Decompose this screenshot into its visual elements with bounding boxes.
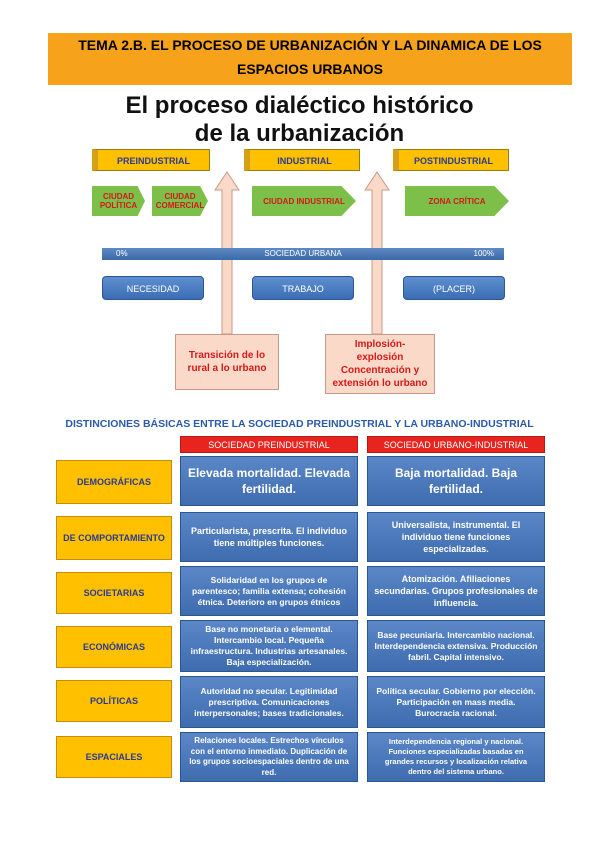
cell-espaciales-pre: Relaciones locales. Estrechos vínculos c…	[180, 732, 358, 782]
cell-espaciales-urb: Interdependencia regional y nacional. Fu…	[367, 732, 545, 782]
note-transition: Transición de lo rural a lo urbano	[175, 334, 279, 390]
cell-comportamiento-pre-text: Particularista, prescrita. El individuo …	[190, 526, 348, 548]
cell-societarias-pre: Solidaridad en los grupos de parentesco;…	[180, 566, 358, 616]
table-title: DISTINCIONES BÁSICAS ENTRE LA SOCIEDAD P…	[65, 418, 534, 430]
city-industrial-arrow: CIUDAD INDUSTRIAL	[252, 186, 356, 216]
need-necesidad: NECESIDAD	[102, 276, 204, 300]
row-label-comportamiento: DE COMPORTAMIENTO	[56, 516, 172, 560]
city-politica-arrow: CIUDAD POLÍTICA	[92, 186, 145, 216]
city-politica-label: CIUDAD POLÍTICA	[99, 192, 138, 210]
bar-right-label: 100%	[473, 249, 494, 258]
col-header-preindustrial: SOCIEDAD PREINDUSTRIAL	[180, 436, 358, 453]
title-line-2: de la urbanización	[194, 120, 405, 147]
topic-header: TEMA 2.B. EL PROCESO DE URBANIZACIÓN Y L…	[48, 33, 572, 85]
cell-societarias-urb-text: Atomización. Afiliaciones secundarias. G…	[374, 574, 538, 608]
header-line-1: TEMA 2.B. EL PROCESO DE URBANIZACIÓN Y L…	[78, 37, 542, 53]
cell-espaciales-urb-text: Interdependencia regional y nacional. Fu…	[384, 737, 528, 776]
note-transition-text: Transición de lo rural a lo urbano	[187, 350, 267, 374]
cell-politicas-pre: Autoridad no secular. Legitimidad prescr…	[180, 676, 358, 728]
urban-society-bar: 0% SOCIEDAD URBANA 100%	[102, 248, 504, 260]
cell-demograficas-urb: Baja mortalidad. Baja fertilidad.	[367, 456, 545, 506]
need-placer: (PLACER)	[403, 276, 505, 300]
cell-politicas-urb-text: Política secular. Gobierno por elección.…	[376, 685, 536, 718]
stage-postindustrial: POSTINDUSTRIAL	[393, 149, 509, 171]
bar-center-label: SOCIEDAD URBANA	[264, 249, 342, 258]
zona-critica-label: ZONA CRÍTICA	[428, 196, 486, 206]
cell-societarias-urb: Atomización. Afiliaciones secundarias. G…	[367, 566, 545, 616]
title-line-1: El proceso dialéctico histórico	[125, 92, 474, 119]
cell-demograficas-urb-text: Baja mortalidad. Baja fertilidad.	[394, 466, 518, 496]
cell-comportamiento-pre: Particularista, prescrita. El individuo …	[180, 512, 358, 562]
cell-espaciales-pre-text: Relaciones locales. Estrechos vínculos c…	[189, 736, 349, 777]
cell-economicas-pre-text: Base no monetaria o elemental. Intercamb…	[190, 624, 348, 667]
row-label-societarias: SOCIETARIAS	[56, 572, 172, 614]
stage-preindustrial: PREINDUSTRIAL	[92, 149, 210, 171]
cell-comportamiento-urb-text: Universalista, instrumental. El individu…	[391, 520, 521, 554]
cell-economicas-pre: Base no monetaria o elemental. Intercamb…	[180, 620, 358, 672]
row-label-demograficas: DEMOGRÁFICAS	[56, 460, 172, 504]
cell-comportamiento-urb: Universalista, instrumental. El individu…	[367, 512, 545, 562]
note-implosion-text: Implosión-explosión Concentración y exte…	[332, 339, 428, 389]
stage-industrial: INDUSTRIAL	[244, 149, 360, 171]
bar-left-label: 0%	[116, 249, 128, 258]
cell-demograficas-pre-text: Elevada mortalidad. Elevada fertilidad.	[187, 466, 351, 496]
city-comercial-arrow: CIUDAD COMERCIAL	[152, 186, 208, 216]
need-trabajo: TRABAJO	[252, 276, 354, 300]
cell-societarias-pre-text: Solidaridad en los grupos de parentesco;…	[192, 574, 346, 607]
cell-economicas-urb-text: Base pecuniaria. Intercambio nacional. I…	[374, 629, 538, 662]
cell-demograficas-pre: Elevada mortalidad. Elevada fertilidad.	[180, 456, 358, 506]
zona-critica-arrow: ZONA CRÍTICA	[405, 186, 509, 216]
row-label-espaciales: ESPACIALES	[56, 736, 172, 778]
col-header-urbano: SOCIEDAD URBANO-INDUSTRIAL	[367, 436, 545, 453]
city-industrial-label: CIUDAD INDUSTRIAL	[263, 196, 345, 206]
note-implosion: Implosión-explosión Concentración y exte…	[325, 334, 435, 394]
header-line-2: ESPACIOS URBANOS	[237, 61, 383, 77]
cell-politicas-urb: Política secular. Gobierno por elección.…	[367, 676, 545, 728]
row-label-politicas: POLÍTICAS	[56, 680, 172, 722]
cell-economicas-urb: Base pecuniaria. Intercambio nacional. I…	[367, 620, 545, 672]
cell-politicas-pre-text: Autoridad no secular. Legitimidad prescr…	[194, 685, 344, 718]
city-comercial-label: CIUDAD COMERCIAL	[155, 192, 205, 210]
row-label-economicas: ECONÓMICAS	[56, 626, 172, 668]
